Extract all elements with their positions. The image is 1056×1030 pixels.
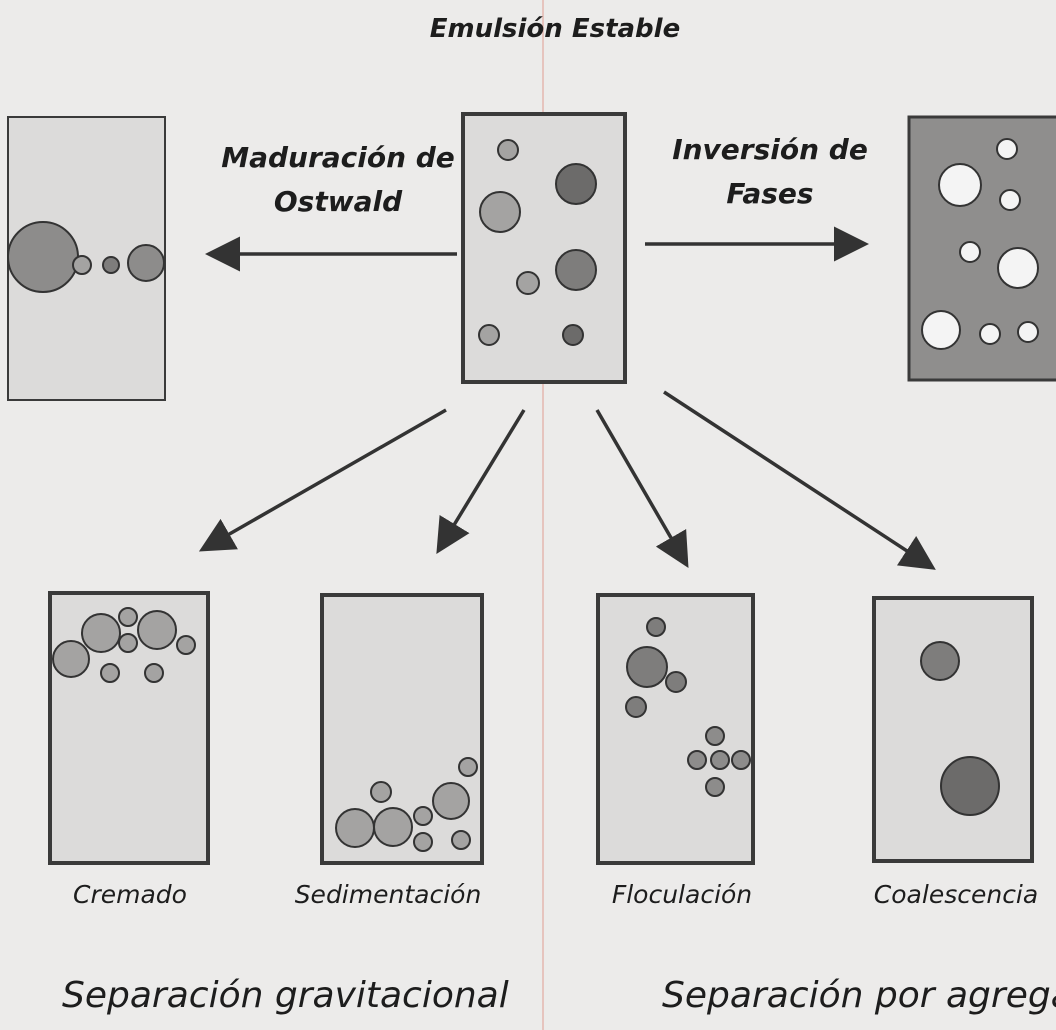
label-cremado: Cremado — [40, 880, 220, 909]
droplet — [480, 192, 520, 232]
label-gravitational-separation: Separación gravitacional — [62, 975, 509, 1016]
droplet — [371, 782, 391, 802]
droplet — [145, 664, 163, 682]
droplet — [8, 222, 78, 292]
label-aggregation-separation: Separación por agregación — [662, 975, 1056, 1016]
ostwald-label-line1: Maduración de — [218, 136, 458, 180]
inversion-label: Inversión de Fases — [660, 128, 880, 216]
droplet — [433, 783, 469, 819]
droplet — [1018, 322, 1038, 342]
droplet — [921, 642, 959, 680]
droplet — [647, 618, 665, 636]
droplet — [980, 324, 1000, 344]
droplet — [997, 139, 1017, 159]
droplet — [101, 664, 119, 682]
droplet — [1000, 190, 1020, 210]
droplet — [939, 164, 981, 206]
droplet — [73, 256, 91, 274]
arrow-to-coalescencia — [664, 392, 930, 566]
coalescence-box — [874, 598, 1032, 861]
droplet — [82, 614, 120, 652]
ostwald-label: Maduración de Ostwald — [218, 136, 458, 224]
droplet — [627, 647, 667, 687]
droplet — [517, 272, 539, 294]
droplet — [479, 325, 499, 345]
droplet — [138, 611, 176, 649]
phase-inversion-box — [909, 117, 1056, 380]
droplet — [556, 250, 596, 290]
ostwald-box — [8, 117, 165, 400]
page-title: Emulsión Estable — [0, 14, 1056, 44]
stable-emulsion-box — [463, 114, 625, 382]
droplet — [706, 727, 724, 745]
droplet — [941, 757, 999, 815]
sedimentation-box — [322, 595, 482, 863]
droplet — [688, 751, 706, 769]
droplet — [119, 634, 137, 652]
droplet — [498, 140, 518, 160]
droplet — [452, 831, 470, 849]
droplet — [732, 751, 750, 769]
label-sedimentacion: Sedimentación — [268, 880, 508, 909]
label-coalescencia: Coalescencia — [856, 880, 1056, 909]
droplet — [922, 311, 960, 349]
arrow-to-sedimentacion — [440, 410, 524, 548]
droplet — [128, 245, 164, 281]
droplet — [53, 641, 89, 677]
label-floculacion: Floculación — [572, 880, 792, 909]
droplet — [711, 751, 729, 769]
droplet — [336, 809, 374, 847]
ostwald-label-line2: Ostwald — [218, 180, 458, 224]
droplet — [374, 808, 412, 846]
creaming-box — [50, 593, 208, 863]
droplet — [103, 257, 119, 273]
droplet — [414, 807, 432, 825]
inversion-label-line1: Inversión de — [660, 128, 880, 172]
droplet — [177, 636, 195, 654]
arrow-to-cremado — [205, 410, 446, 548]
droplet — [998, 248, 1038, 288]
flocculation-box — [598, 595, 753, 863]
inversion-label-line2: Fases — [660, 172, 880, 216]
droplet — [666, 672, 686, 692]
droplet — [563, 325, 583, 345]
droplet — [960, 242, 980, 262]
droplet — [119, 608, 137, 626]
droplet — [706, 778, 724, 796]
arrow-to-floculacion — [597, 410, 685, 562]
droplet — [556, 164, 596, 204]
droplet — [459, 758, 477, 776]
droplet — [414, 833, 432, 851]
droplet — [626, 697, 646, 717]
